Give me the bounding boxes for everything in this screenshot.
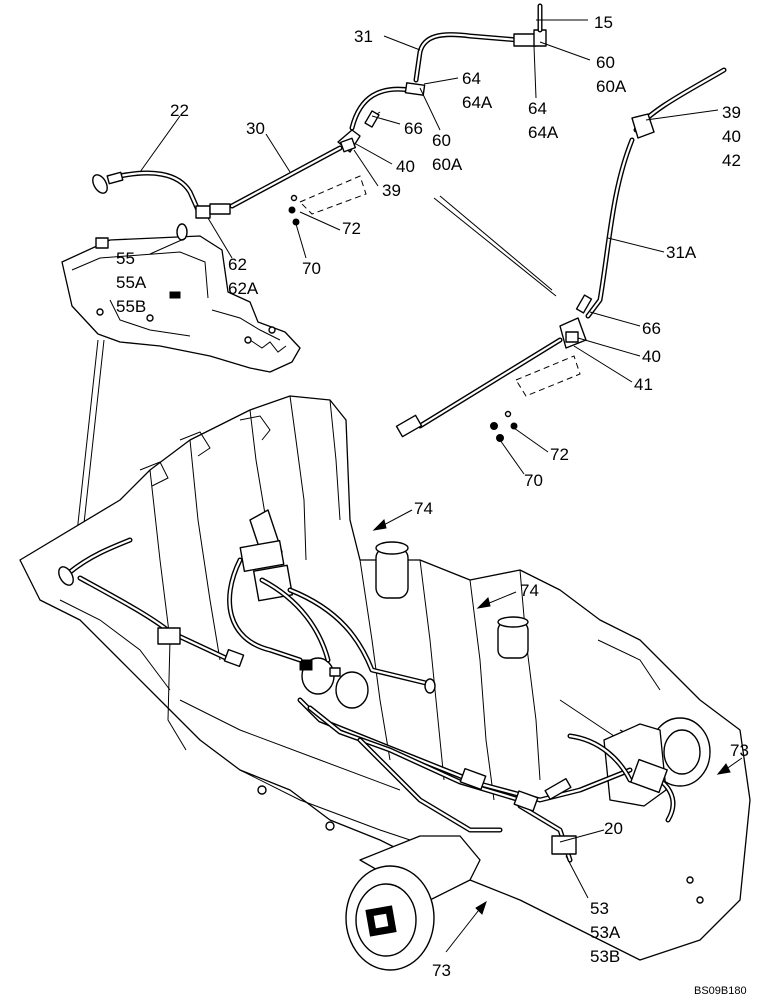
callout-66-b: 66 [642,319,661,338]
callout-62: 62 [228,255,247,274]
hose-22 [92,170,201,213]
callout-72: 72 [342,219,361,238]
callout-62a: 62A [228,279,259,298]
leader-line [439,195,553,291]
drawing-code: BS09B180 [694,985,747,997]
left-brake-hose [58,537,245,668]
callout-labels: 15 31 60 60A 64 64A 64 64A 22 30 66 60 6… [116,13,749,980]
callout-60a: 60A [596,77,627,96]
callout-40-c: 40 [642,347,661,366]
callout-74-b: 74 [520,581,539,600]
callout-39-b: 39 [722,103,741,122]
callout-60a-b: 60A [432,155,463,174]
callout-73: 73 [730,741,749,760]
callout-53a: 53A [590,923,621,942]
bolts-70-72 [288,194,300,226]
callout-64-b: 64 [528,99,547,118]
callout-64a-b: 64A [528,123,559,142]
callout-22: 22 [170,101,189,120]
callout-64a: 64A [462,93,493,112]
arrow-74-b [476,591,517,609]
hose-30 [229,145,343,209]
callout-31a: 31A [666,243,697,262]
clamp-40-41 [395,317,587,438]
callout-leaders [139,19,719,899]
callout-53b: 53B [590,947,620,966]
callout-60: 60 [596,53,615,72]
callout-30: 30 [246,119,265,138]
hose-31a [575,67,727,319]
callout-60-b: 60 [432,131,451,150]
arrow-73-b [445,900,487,953]
hose-31 [349,3,547,131]
callout-42: 42 [722,151,741,170]
callout-40: 40 [396,157,415,176]
clamp-39-40 [299,110,381,215]
fitting-62 [176,203,231,241]
arrow-73-a [716,757,743,775]
callout-55a: 55A [116,273,147,292]
callout-70-b: 70 [524,471,543,490]
callout-73-b: 73 [432,961,451,980]
callout-64: 64 [462,69,481,88]
leader-line [73,339,99,561]
callout-74: 74 [414,499,433,518]
callout-20: 20 [604,819,623,838]
callout-40-b: 40 [722,127,741,146]
callout-41: 41 [634,375,653,394]
arrow-74-a [372,509,413,531]
callout-15: 15 [594,13,613,32]
callout-55b: 55B [116,297,146,316]
brake-hoses [227,557,676,863]
axle-hub-left [345,835,481,971]
callout-39: 39 [382,181,401,200]
leader-line [433,197,557,297]
callout-70: 70 [302,259,321,278]
tank-housing [61,235,301,373]
brake-valve [239,509,369,709]
chassis-frame [19,395,751,961]
callout-31: 31 [354,27,373,46]
callout-53: 53 [590,899,609,918]
callout-66: 66 [404,119,423,138]
bolts-70-72-b [490,410,518,442]
callout-55: 55 [116,249,135,268]
callout-72-b: 72 [550,445,569,464]
